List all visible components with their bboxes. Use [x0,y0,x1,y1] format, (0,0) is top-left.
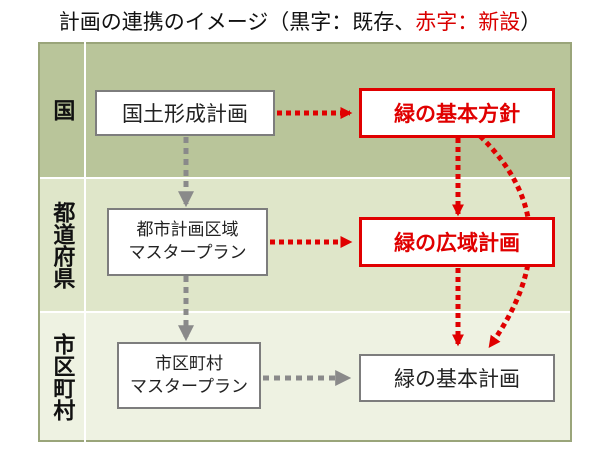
arrow-green-policy-to-green-plan [478,134,533,348]
title-part-1: 計画の連携のイメージ（黒字：既存、 [58,10,416,34]
level-label-municipality: 市区町村 [38,312,86,442]
level-label-national: 国 [38,42,86,178]
box-national-land-plan: 国土形成計画 [95,90,275,136]
box-green-regional-plan: 緑の広域計画 [359,217,555,267]
title-part-2: ） [520,10,542,34]
band-divider [38,311,572,313]
box-city-master-plan: 都市計画区域 マスタープラン [107,208,268,276]
level-label-prefecture: 都道府県 [38,178,86,312]
box-municipal-master-plan: 市区町村 マスタープラン [117,342,261,409]
box-green-basic-plan: 緑の基本計画 [359,354,555,402]
box-green-basic-policy: 緑の基本方針 [359,88,555,138]
band-divider [38,177,572,179]
title-part-red: 赤字：新設 [415,10,521,34]
diagram-title: 計画の連携のイメージ（黒字：既存、赤字：新設） [0,6,600,36]
diagram-frame [38,42,572,442]
